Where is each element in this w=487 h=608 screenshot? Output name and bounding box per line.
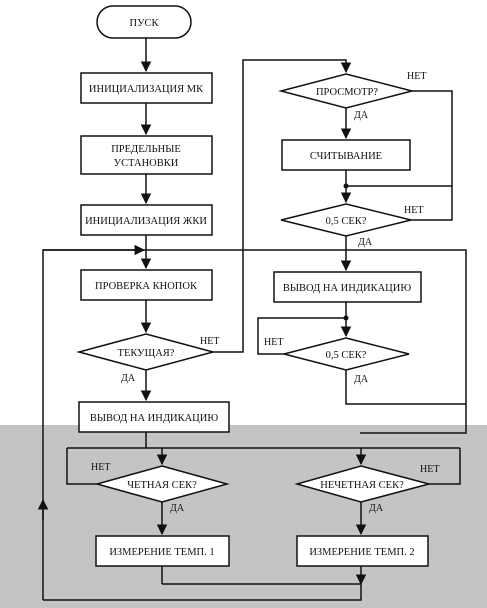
measure2-label: ИЗМЕРЕНИЕ ТЕМП. 2 xyxy=(309,547,414,558)
check-buttons-label: ПРОВЕРКА КНОПОК xyxy=(95,281,198,292)
edge-main-loop-return xyxy=(42,249,467,600)
init-mk-label: ИНИЦИАЛИЗАЦИЯ МК xyxy=(89,84,204,95)
limits-label-line2: УСТАНОВКИ xyxy=(114,158,179,169)
half-sec-2-yes-label: ДА xyxy=(354,374,369,385)
current-no-label: НЕТ xyxy=(200,336,219,347)
even-yes-label: ДА xyxy=(170,503,185,514)
odd-decision-label: НЕЧЕТНАЯ СЕК? xyxy=(320,480,404,491)
edge-half-sec-1-no xyxy=(411,186,453,221)
edge-even-no xyxy=(66,448,97,485)
read-label: СЧИТЫВАНИЕ xyxy=(310,151,382,162)
half-sec-1-yes-label: ДА xyxy=(358,237,373,248)
start-terminator xyxy=(96,5,192,39)
output-left-label: ВЫВОД НА ИНДИКАЦИЮ xyxy=(90,413,218,424)
current-yes-label: ДА xyxy=(121,373,136,384)
output-right-block xyxy=(273,271,422,303)
init-lcd-label: ИНИЦИАЛИЗАЦИЯ ЖКИ xyxy=(85,216,207,227)
half-sec-decision-2-label: 0,5 СЕК? xyxy=(326,350,367,361)
edge-current-no xyxy=(213,59,352,353)
output-left-block xyxy=(78,401,230,433)
measure2-block xyxy=(296,535,429,567)
init-lcd-block xyxy=(80,204,213,236)
even-no-label: НЕТ xyxy=(91,462,110,473)
view-no-label: НЕТ xyxy=(407,71,426,82)
odd-no-label: НЕТ xyxy=(420,464,439,475)
scan-shade-band xyxy=(0,425,487,608)
junction-dot-1 xyxy=(343,183,349,189)
odd-yes-label: ДА xyxy=(369,503,384,514)
edge-merge-return xyxy=(43,584,362,601)
edge-odd-no xyxy=(429,448,461,485)
half-sec-1-no-label: НЕТ xyxy=(404,205,423,216)
current-decision-label: ТЕКУЩАЯ? xyxy=(118,348,175,359)
edge-view-no xyxy=(346,90,453,187)
edge-half-sec-2-yes xyxy=(345,370,466,405)
even-decision-label: ЧЕТНАЯ СЕК? xyxy=(127,480,197,491)
start-label: ПУСК xyxy=(129,18,159,29)
measure1-label: ИЗМЕРЕНИЕ ТЕМП. 1 xyxy=(109,547,214,558)
view-decision-label: ПРОСМОТР? xyxy=(316,87,378,98)
measure1-block xyxy=(95,535,230,567)
half-sec-2-no-label: НЕТ xyxy=(264,337,283,348)
half-sec-decision-1-label: 0,5 СЕК? xyxy=(326,216,367,227)
init-mk-block xyxy=(80,72,213,104)
limits-label-line1: ПРЕДЕЛЬНЫЕ xyxy=(111,144,181,155)
view-yes-label: ДА xyxy=(354,110,369,121)
output-right-label: ВЫВОД НА ИНДИКАЦИЮ xyxy=(283,283,411,294)
edge-half-sec-2-no xyxy=(257,317,346,355)
read-block xyxy=(281,139,411,171)
check-buttons-block xyxy=(80,269,213,301)
